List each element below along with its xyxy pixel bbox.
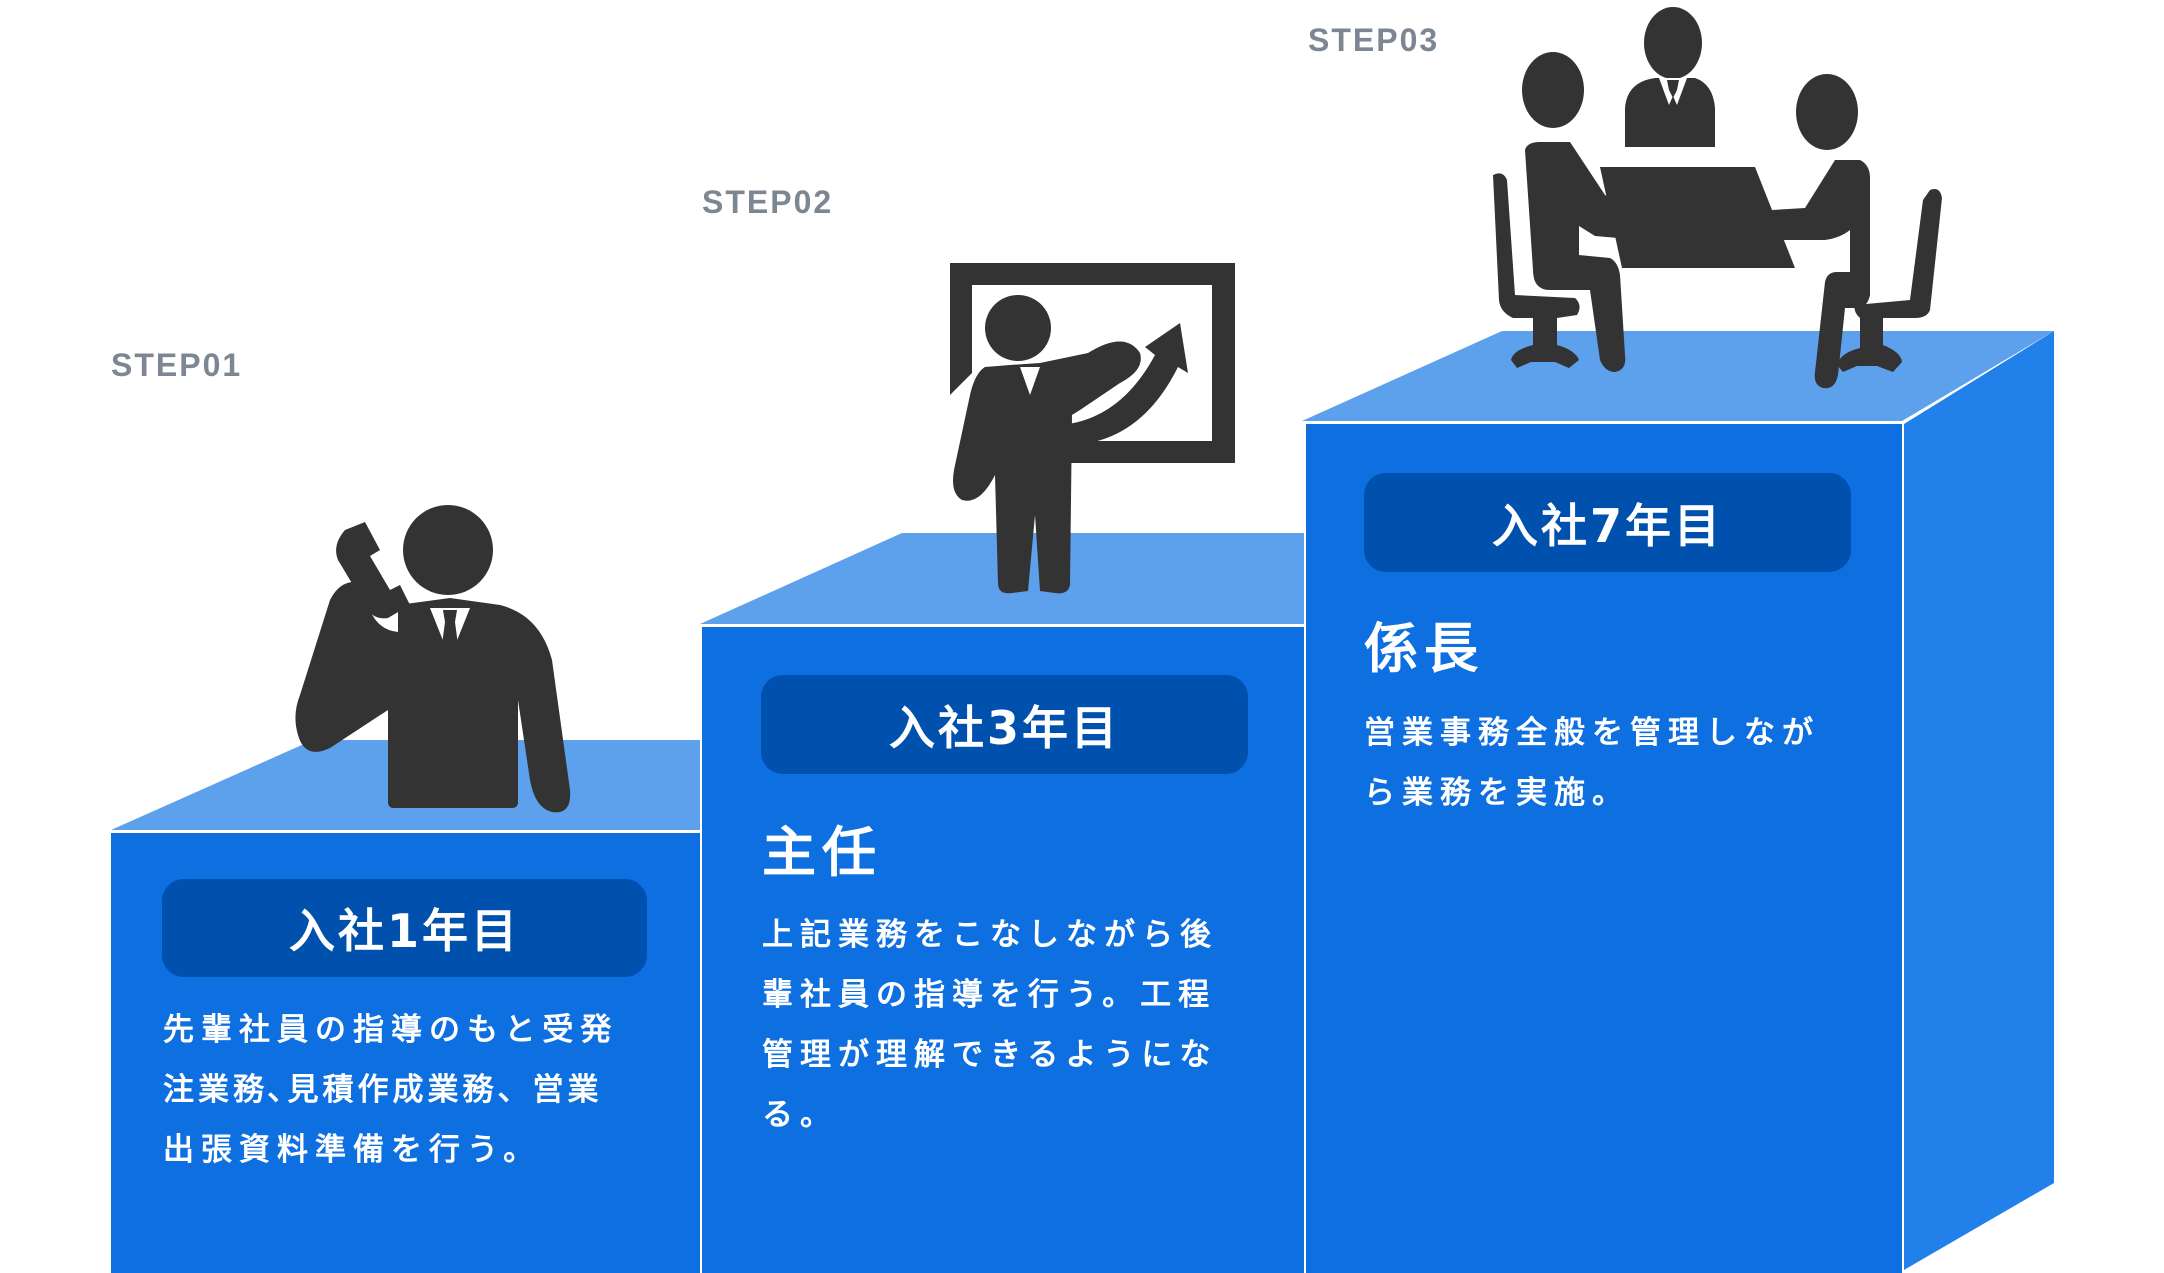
meeting-table-icon	[1493, 7, 1942, 389]
step3-description-line: 営業事務全般を管理しなが	[1364, 715, 1820, 751]
step2-label: STEP02	[702, 184, 834, 220]
businessman-phone-icon	[295, 505, 571, 813]
step1-badge: 入社1年目	[162, 879, 647, 977]
step1-description-line: 出張資料準備を行う。	[163, 1132, 542, 1168]
step3-description: 営業事務全般を管理しなが ら業務を実施。	[1364, 703, 1820, 823]
step3-side-face	[1904, 331, 2054, 1270]
step2-description: 上記業務をこなしながら後 輩社員の指導を行う。工程 管理が理解できるようにな る…	[762, 905, 1218, 1145]
step3-label: STEP03	[1308, 22, 1440, 58]
step2-description-line: 上記業務をこなしながら後	[762, 917, 1218, 953]
step2-role-title: 主任	[762, 821, 882, 884]
step1-description-line: 先輩社員の指導のもと受発	[163, 1012, 619, 1048]
step3-description-line: ら業務を実施。	[1364, 775, 1630, 811]
step2-description-line: る。	[762, 1097, 838, 1133]
step1-description-line: 注業務､見積作成業務、営業	[163, 1072, 603, 1108]
step3-role-title: 係長	[1364, 617, 1484, 680]
presenter-whiteboard-icon	[950, 263, 1235, 594]
step2-badge: 入社3年目	[761, 675, 1248, 774]
step2-description-line: 輩社員の指導を行う。工程	[762, 977, 1217, 1013]
step3-badge: 入社7年目	[1364, 473, 1851, 572]
step1-description: 先輩社員の指導のもと受発 注業務､見積作成業務、営業 出張資料準備を行う。	[163, 1000, 618, 1180]
step1-label: STEP01	[111, 347, 243, 383]
step2-description-line: 管理が理解できるようにな	[762, 1037, 1218, 1073]
